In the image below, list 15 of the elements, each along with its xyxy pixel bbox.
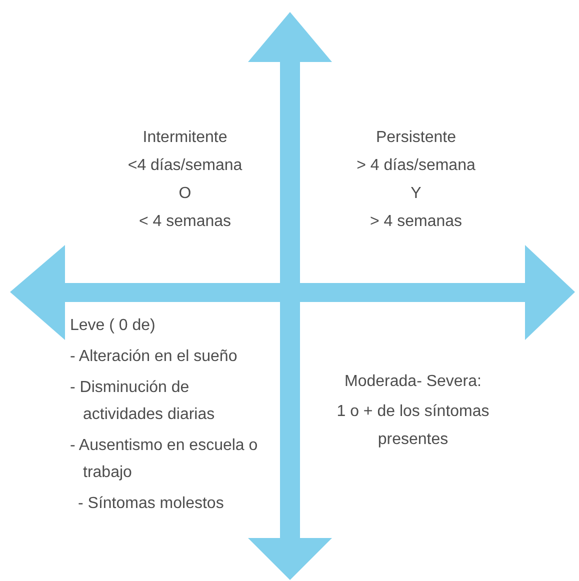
quadrant-text: Leve ( 0 de) xyxy=(70,316,156,336)
list-item-text: - Alteración en el sueño xyxy=(70,347,238,367)
quadrant-text: < 4 semanas xyxy=(138,212,232,232)
quadrant-text: Intermitente xyxy=(142,128,228,148)
quadrant-text: Persistente xyxy=(376,128,456,148)
quadrant-text: Y xyxy=(410,184,422,204)
quadrant-text: Moderada- Severa: xyxy=(344,372,482,392)
list-item-text: - Síntomas molestos xyxy=(77,494,224,514)
list-item-text: - Ausentismo en escuela o trabajo xyxy=(70,436,259,483)
list-item-text: - Disminución de actividades diarias xyxy=(70,378,216,425)
quadrant-text: <4 días/semana xyxy=(128,156,242,176)
quadrant-text: O xyxy=(178,184,192,204)
quadrant-text: 1 o + de los síntomas presentes xyxy=(336,402,490,450)
quadrant-text: > 4 días/semana xyxy=(356,156,476,176)
quadrant-text: > 4 semanas xyxy=(370,212,462,232)
